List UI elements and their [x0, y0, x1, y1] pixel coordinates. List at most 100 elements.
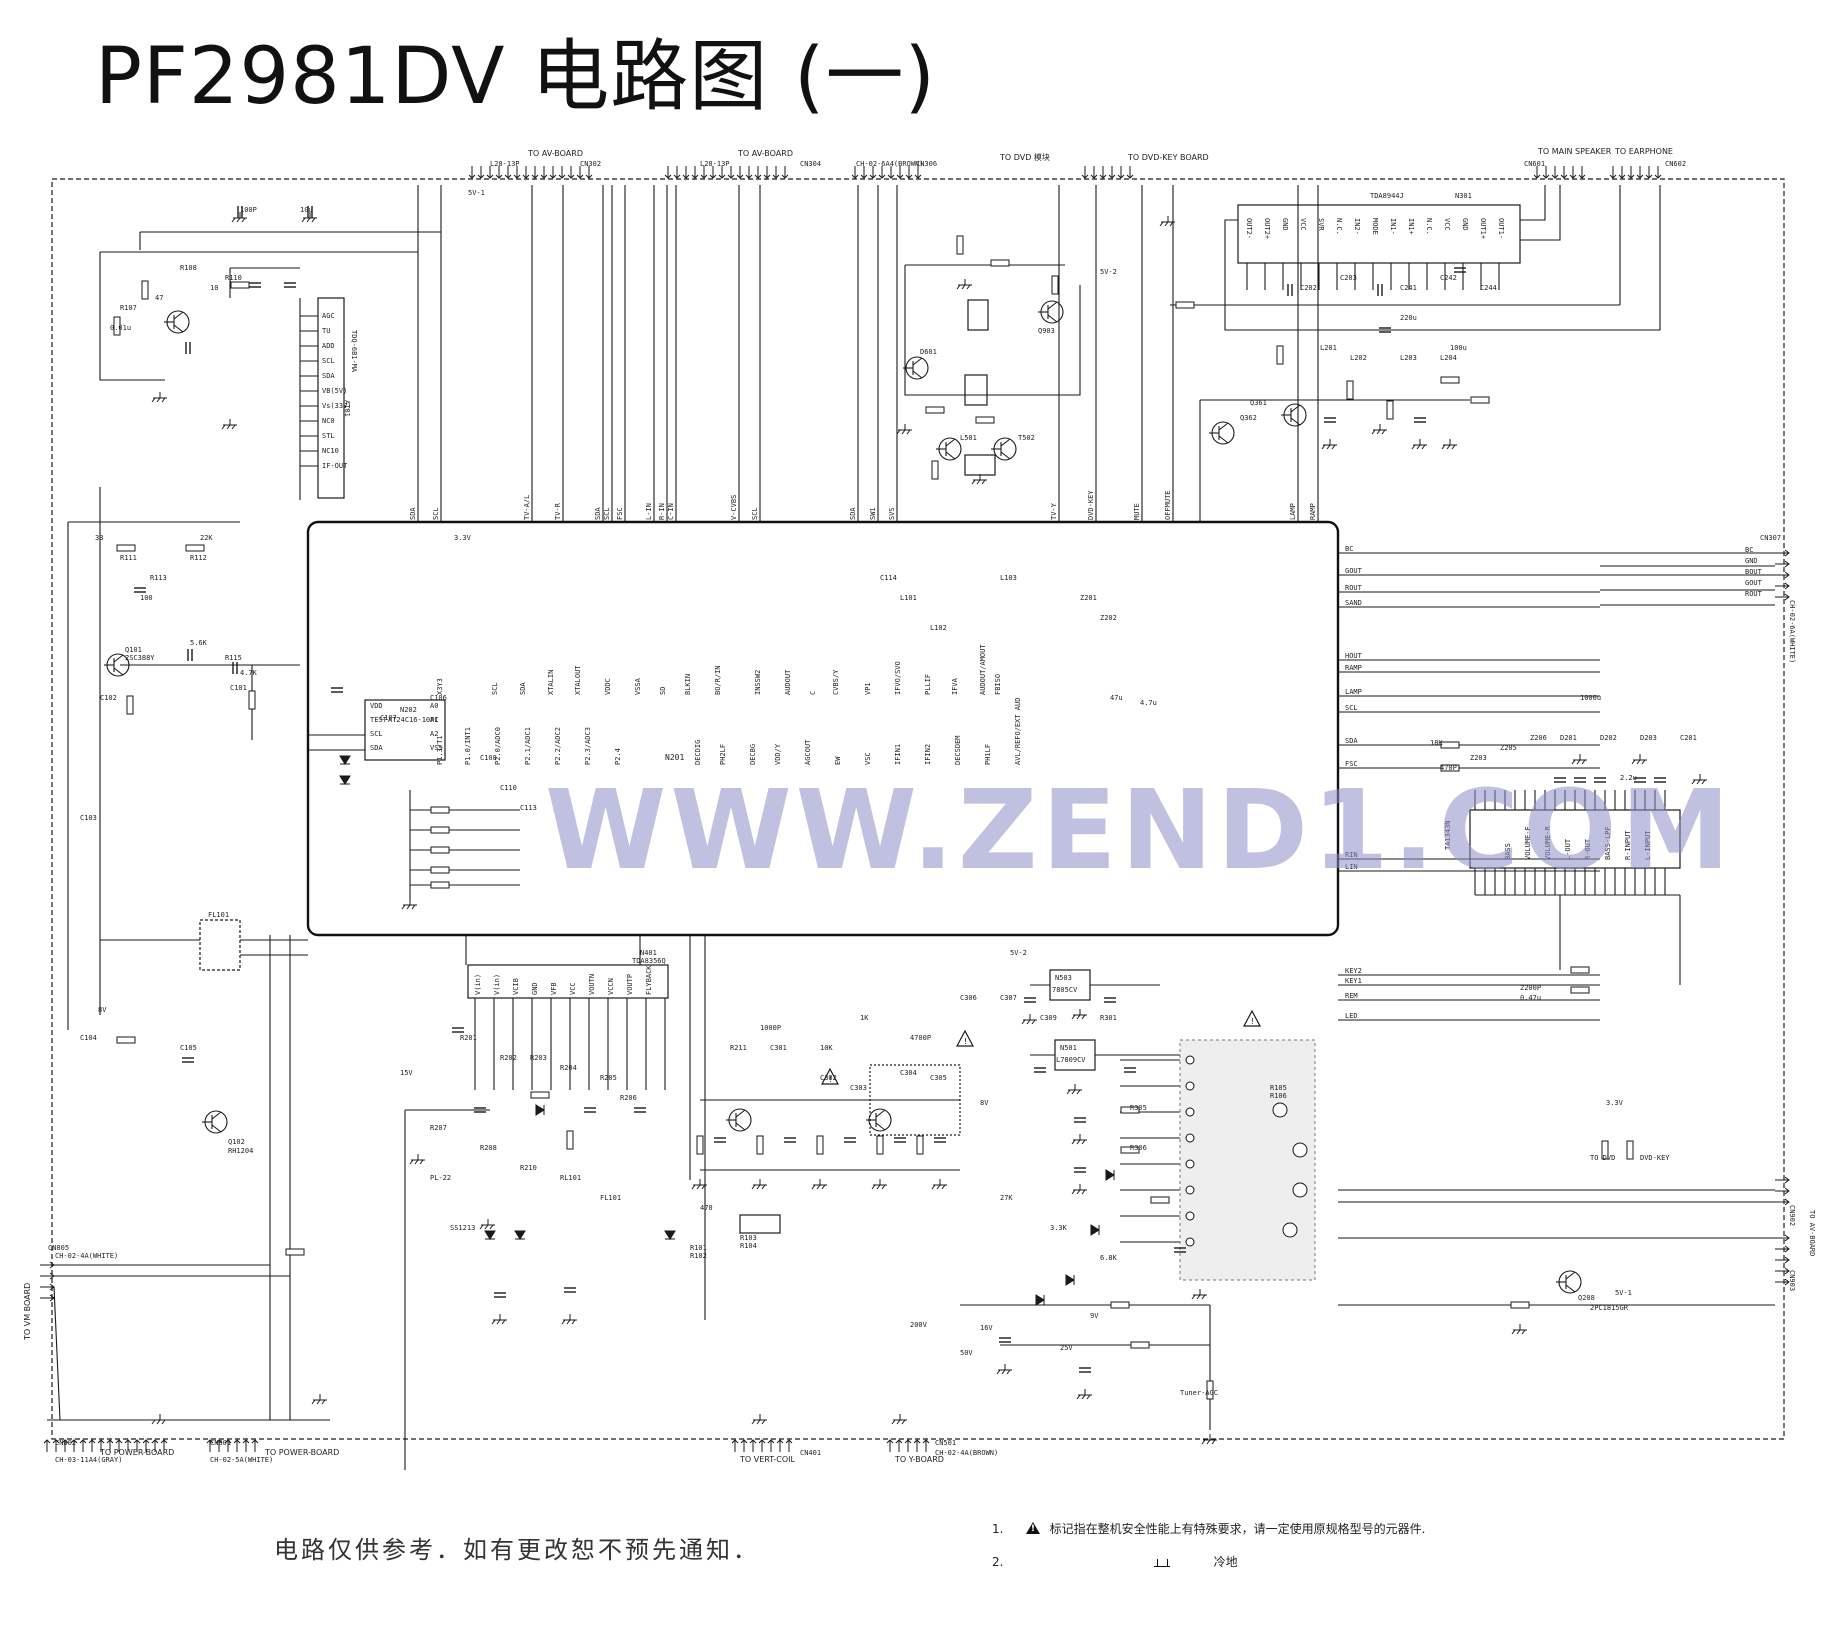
ground-icon	[491, 1314, 507, 1325]
capacitor-icon	[714, 1137, 726, 1143]
part-label: R110	[225, 274, 242, 282]
resistor-icon	[1386, 400, 1394, 420]
diode-icon	[664, 1230, 676, 1240]
connector-type: L28-13P	[700, 160, 730, 168]
transistor-q211-icon	[1038, 300, 1064, 324]
part-label: R201	[460, 1034, 477, 1042]
ground-icon	[151, 1414, 167, 1425]
part-label: R101	[690, 1244, 707, 1252]
vert-ic-pin: V(in)	[474, 974, 482, 995]
audio-amp-pin: OUT2+	[1263, 218, 1271, 239]
sound-ic-pin: L-INPUT	[1644, 830, 1652, 860]
part-label: C110	[500, 784, 517, 792]
ground-icon	[1021, 1014, 1037, 1025]
component-value: 1K	[860, 1014, 869, 1022]
vert-ic-pin: VCIB	[512, 978, 520, 995]
resistor-icon	[990, 259, 1010, 267]
speaker-connector	[1533, 166, 1586, 179]
part-label: 2SC388Y	[125, 654, 155, 662]
capacitor-icon	[1024, 997, 1036, 1003]
component-value: DVD-KEY	[1640, 1154, 1670, 1162]
component-value: SS1213	[450, 1224, 475, 1232]
audio-amp-pin: IN1-	[1389, 218, 1397, 235]
note-2-number: 2.	[992, 1555, 1004, 1569]
part-label: R208	[480, 1144, 497, 1152]
part-label: L102	[930, 624, 947, 632]
part-label: C242	[1440, 274, 1457, 282]
audio-amp-pin: IN1+	[1407, 218, 1415, 235]
ic-n201-pin: AUDOUT/AMOUT	[979, 644, 987, 695]
tuner-pin: TU	[322, 327, 330, 335]
part-label: D601	[920, 348, 937, 356]
board-outline	[51, 178, 1785, 1440]
component-value: 220u	[1400, 314, 1417, 322]
component-value: RL101	[560, 1174, 581, 1182]
part-label: Q101	[125, 646, 142, 654]
transistor-q209-icon	[936, 437, 962, 461]
part-label: Q102	[228, 1138, 245, 1146]
part-label: R306	[1130, 1144, 1147, 1152]
tuner-type: TDQ-6B1-MA	[350, 330, 358, 373]
part-label: Q903	[1038, 327, 1055, 335]
part-label: R204	[560, 1064, 577, 1072]
part-label: R106	[1270, 1092, 1287, 1100]
resistor-icon	[1130, 1341, 1150, 1349]
part-label: C304	[900, 1069, 917, 1077]
capacitor-icon	[284, 282, 296, 288]
resistor-icon	[925, 406, 945, 414]
wire	[1520, 185, 1546, 221]
eeprom-name: N202	[400, 706, 417, 714]
ground-icon	[751, 1414, 767, 1425]
ground-icon	[1071, 1184, 1087, 1195]
ic-n201-name: N201	[665, 753, 684, 762]
component-value: 25V	[1060, 1344, 1073, 1352]
eeprom-pin: VDD	[370, 702, 383, 710]
connector-label: TO Y-BOARD	[894, 1455, 944, 1464]
component-value: 33	[95, 534, 103, 542]
power-board-connector-cn801	[206, 1439, 259, 1452]
ground-icon	[1191, 1289, 1207, 1300]
connector-type: CH-03-11A4(GRAY)	[55, 1456, 122, 1464]
av-board-connector-1	[468, 166, 593, 179]
rail-label: 5V-2	[1100, 268, 1117, 276]
signal-label: R-IN	[658, 503, 666, 520]
ground-icon	[1691, 774, 1707, 785]
part-label: C103	[80, 814, 97, 822]
component-value: TO DVD	[1590, 1154, 1615, 1162]
signal-label: SDA	[849, 507, 857, 520]
signal-label: V-CVBS	[730, 495, 738, 520]
svg-text:!: !	[963, 1037, 968, 1046]
ic-n201-pin: IFVA	[951, 677, 959, 695]
transformer-pin	[1185, 1159, 1195, 1169]
connector-name: CN306	[916, 160, 937, 168]
ic-n201-pin: INSSW2	[754, 670, 762, 695]
part-label: C102	[100, 694, 117, 702]
capacitor-icon	[1414, 417, 1426, 423]
part-label: R210	[520, 1164, 537, 1172]
delay-line-z203	[964, 374, 988, 406]
resistor-icon	[185, 544, 205, 552]
signal-label: BC	[1345, 545, 1353, 553]
part-label: L203	[1400, 354, 1417, 362]
led-connector-cn903	[1775, 1234, 1790, 1286]
connector-label: TO DVD 模块	[999, 152, 1050, 162]
transistor-q361-icon	[1209, 421, 1235, 445]
ic-n201-pin: AUDOUT	[784, 669, 792, 695]
warning-triangle-icon: !	[956, 1029, 974, 1047]
part-label: Q362	[1240, 414, 1257, 422]
transformer-terminal	[1292, 1182, 1308, 1198]
connector-label: TO VM BOARD	[23, 1283, 32, 1341]
connector-pin: GOUT	[1745, 579, 1763, 587]
component-value: 27K	[1000, 1194, 1013, 1202]
part-label: R108	[180, 264, 197, 272]
signal-label: KEY1	[1345, 977, 1362, 985]
eeprom-type: AT24C16-10PC	[388, 716, 439, 724]
part-label: C114	[880, 574, 897, 582]
part-label: R111	[120, 554, 137, 562]
capacitor-icon	[1634, 777, 1646, 783]
vert-ic-pin: FLYBACK	[645, 965, 653, 995]
capacitor-icon	[1124, 1067, 1136, 1073]
ic-n201-pin: SDA	[519, 682, 527, 695]
tuner-pin: VB(5V)	[322, 387, 347, 395]
transistor-q101-icon	[164, 310, 190, 334]
